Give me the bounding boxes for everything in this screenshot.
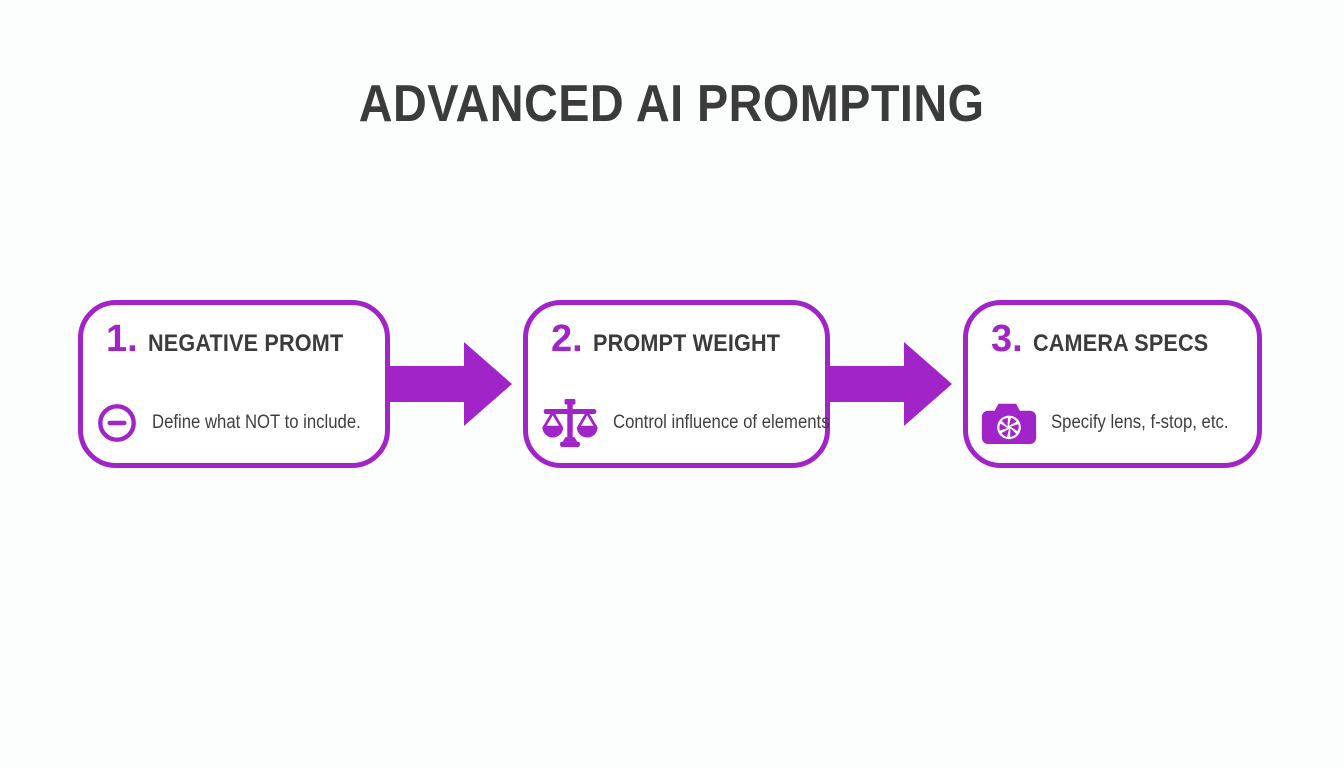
card-content: Control influence of elements xyxy=(541,395,859,451)
minus-circle-icon xyxy=(98,404,136,442)
card-content: Specify lens, f-stop, etc. xyxy=(981,395,1253,451)
page-title-text: ADVANCED AI PROMPTING xyxy=(359,75,985,133)
balance-scale-icon xyxy=(542,398,598,447)
step-number: 3. xyxy=(991,318,1023,360)
card-header: 3. CAMERA SPECS xyxy=(991,320,1228,358)
card-header: 1. NEGATIVE PROMT xyxy=(106,320,365,358)
step-number: 1. xyxy=(106,318,138,360)
step-heading: PROMPT WEIGHT xyxy=(592,330,780,357)
step-card-negative-prompt: 1. NEGATIVE PROMT Define what NOT to inc… xyxy=(78,300,390,468)
step-card-prompt-weight: 2. PROMPT WEIGHT Control influence of el… xyxy=(523,300,830,468)
step-description: Control influence of elements xyxy=(613,412,830,433)
page-title: ADVANCED AI PROMPTING xyxy=(0,78,1344,130)
step-card-camera-specs: 3. CAMERA SPECS Specify lens, f-stop, et… xyxy=(963,300,1262,468)
arrow-right-icon xyxy=(828,342,952,426)
step-number: 2. xyxy=(551,318,583,360)
step-heading: NEGATIVE PROMT xyxy=(147,330,344,357)
step-description: Specify lens, f-stop, etc. xyxy=(1051,412,1229,433)
step-description: Define what NOT to include. xyxy=(152,412,361,433)
arrow-right-icon xyxy=(388,342,512,426)
step-heading: CAMERA SPECS xyxy=(1032,330,1209,357)
camera-icon xyxy=(981,403,1037,444)
card-header: 2. PROMPT WEIGHT xyxy=(551,320,801,358)
card-content: Define what NOT to include. xyxy=(96,395,389,451)
